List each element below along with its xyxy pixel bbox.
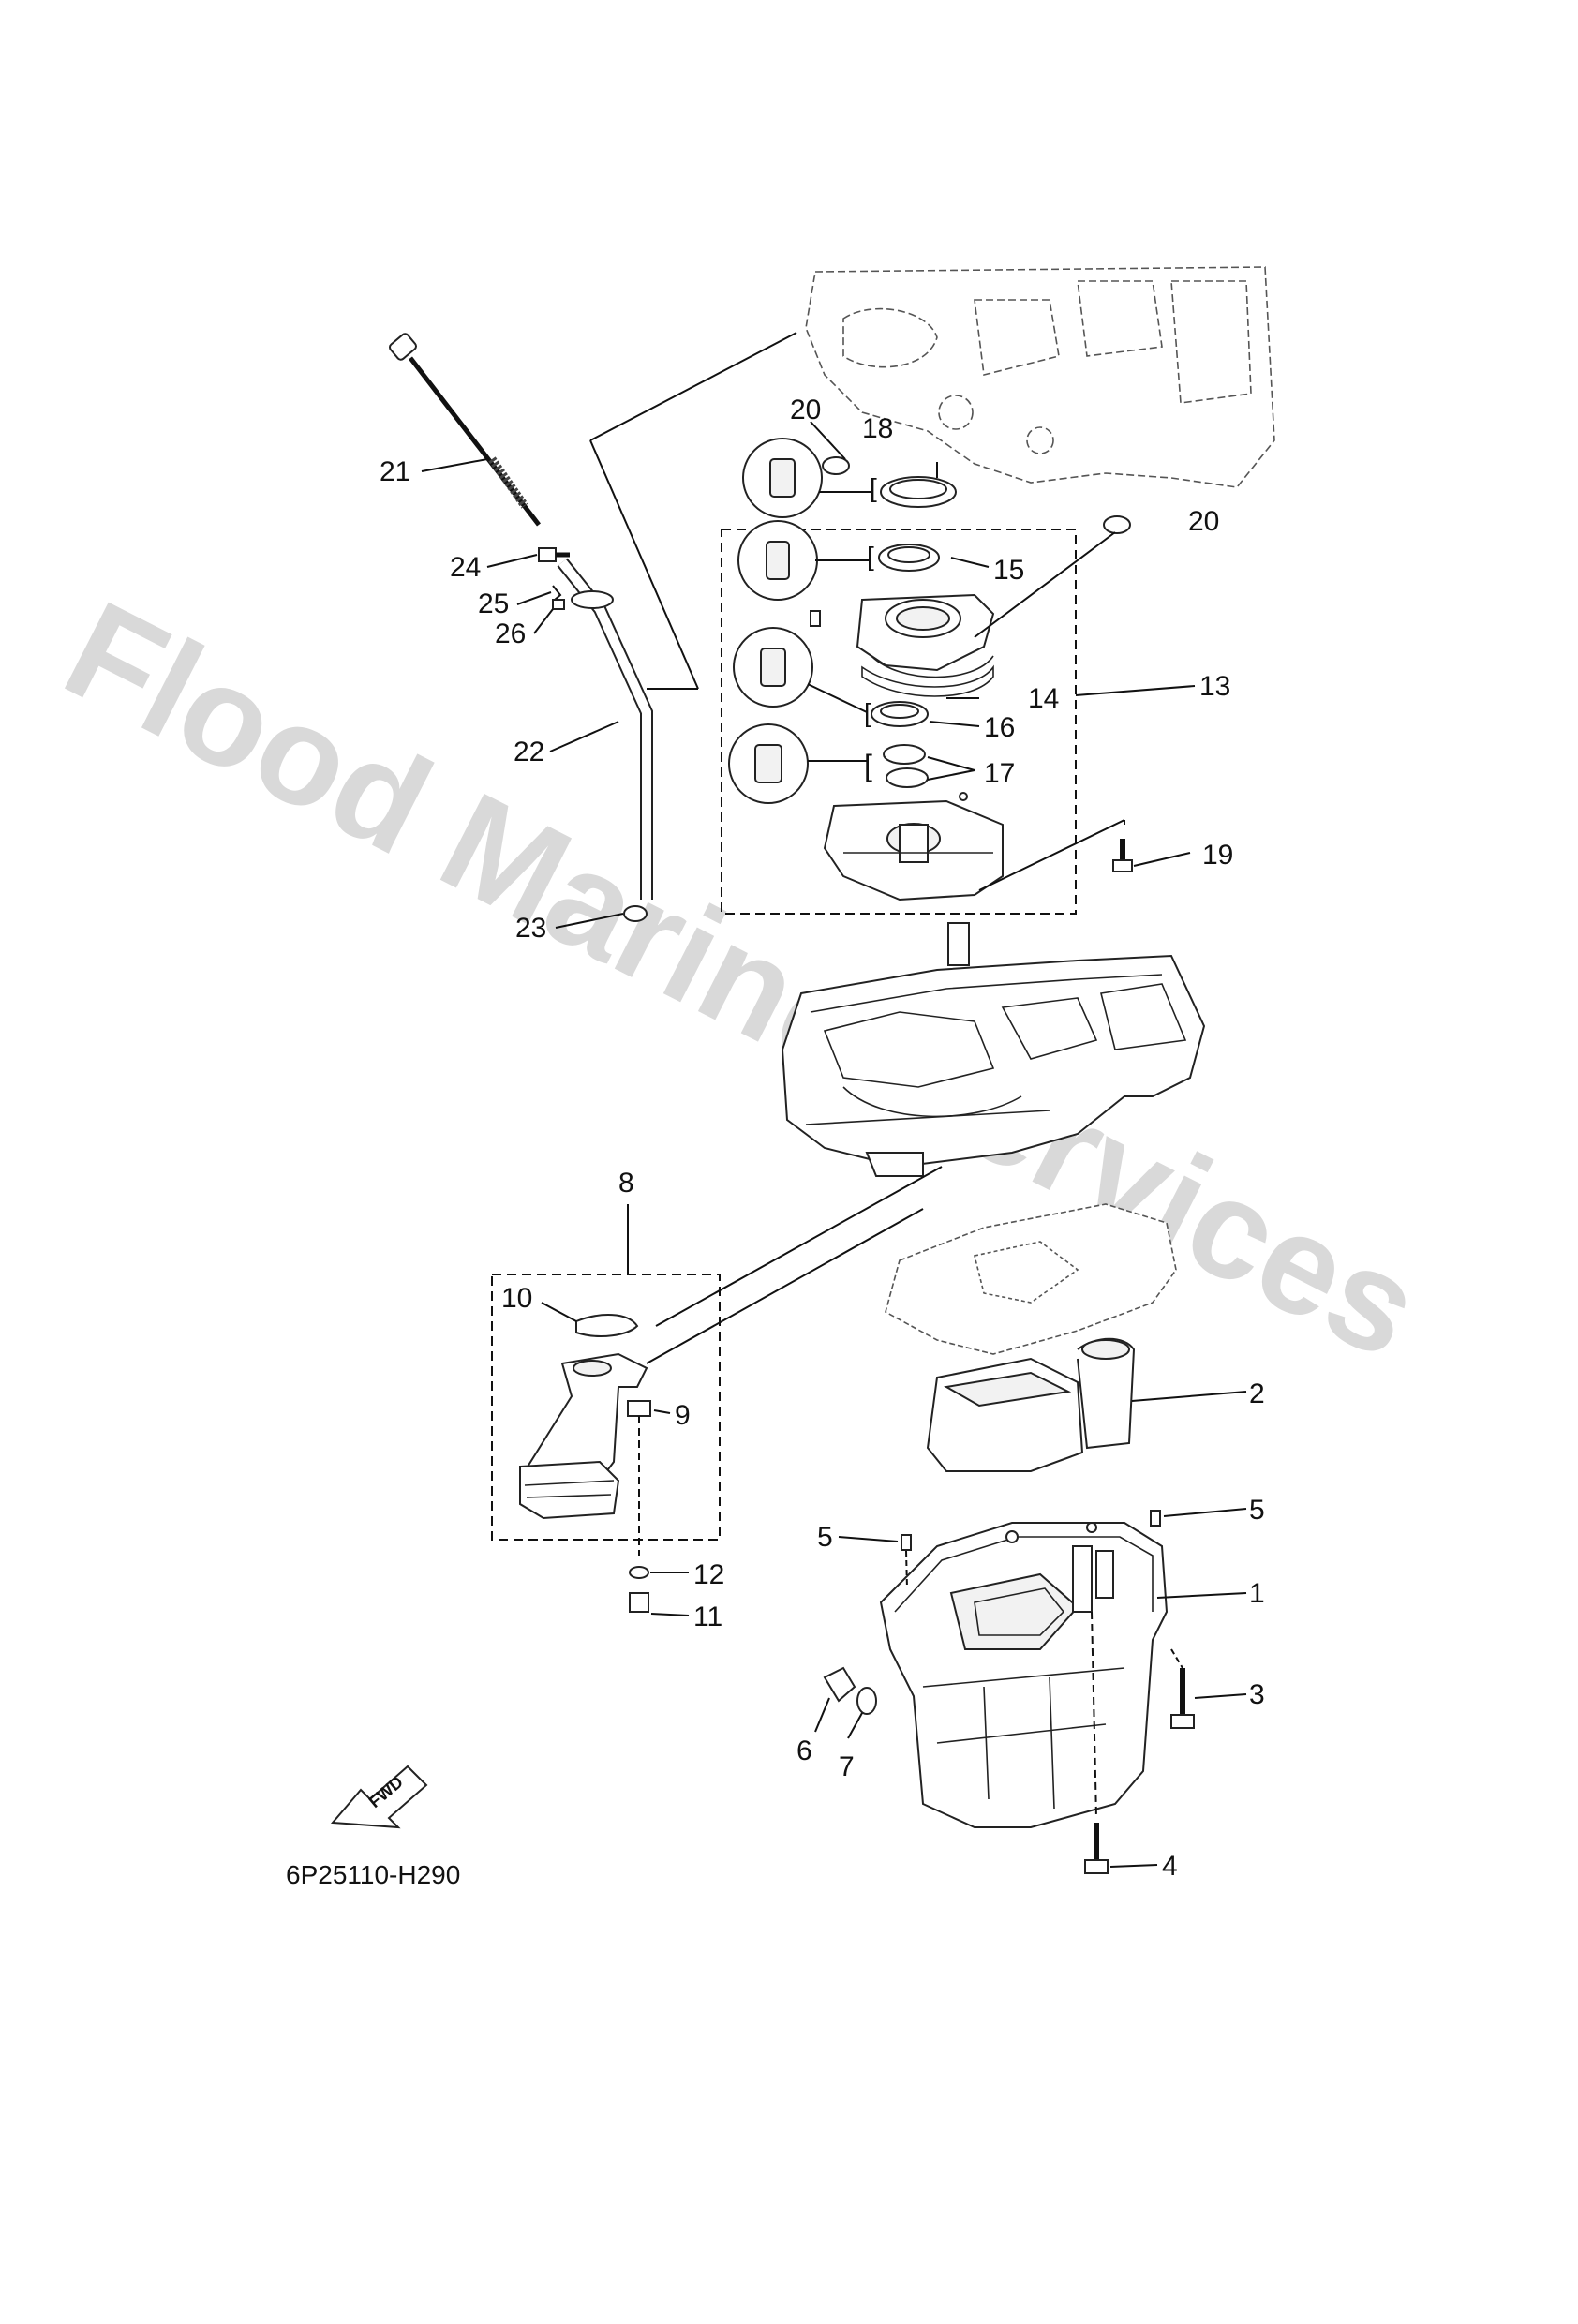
callout-5a: 5 [817, 1522, 833, 1553]
detail-bubbles [728, 438, 871, 804]
o-ring-20a [822, 456, 850, 475]
fwd-arrow-icon: FWD [330, 1765, 428, 1829]
svg-text:[: [ [867, 542, 874, 571]
assembly-box-13 [721, 529, 1077, 915]
gasket-14 [861, 664, 994, 697]
bolt-4 [1084, 1823, 1158, 1874]
oil-pan [879, 1522, 1247, 1828]
callout-26: 26 [495, 618, 526, 649]
strainer-plate [823, 792, 1004, 901]
callout-10: 10 [501, 1283, 532, 1314]
clip-25 [552, 585, 562, 601]
svg-text:[: [ [870, 473, 877, 502]
baffle-2 [926, 1337, 1247, 1472]
callout-labels: 1 2 3 4 5 5 6 7 8 9 10 11 12 13 14 15 16… [380, 395, 1265, 1882]
callout-8: 8 [618, 1168, 634, 1199]
callout-23: 23 [515, 913, 546, 944]
oil-strainer [519, 1208, 924, 1520]
drain-plug-6 [814, 1666, 856, 1733]
bolt-3 [1170, 1648, 1247, 1729]
svg-text:[: [ [864, 749, 872, 782]
callout-20b: 20 [1188, 506, 1219, 537]
callout-11: 11 [693, 1601, 722, 1632]
assembly-box-8 [491, 1274, 721, 1541]
washer-12 [629, 1566, 649, 1579]
bolt-11 [629, 1592, 690, 1616]
callout-13: 13 [1199, 671, 1230, 702]
callout-24: 24 [450, 552, 481, 583]
seal-17a [883, 744, 926, 765]
washer-7 [847, 1687, 877, 1739]
callout-14: 14 [1028, 683, 1059, 714]
callout-3: 3 [1249, 1679, 1265, 1710]
seals: [ [ [ [ [864, 473, 957, 788]
callout-4: 4 [1162, 1851, 1178, 1882]
pump-housing [810, 593, 995, 697]
figure-code: 6P25110-H290 [286, 1860, 460, 1889]
dipstick-assembly [389, 333, 653, 922]
engine-block-ghost [589, 266, 1275, 690]
callout-19: 19 [1202, 840, 1233, 871]
callout-2: 2 [1249, 1378, 1265, 1409]
callout-16: 16 [984, 712, 1015, 743]
bolt-19 [1112, 839, 1191, 872]
callout-12: 12 [693, 1559, 724, 1590]
dowel-pins-5 [838, 1508, 1247, 1589]
callout-17: 17 [984, 758, 1015, 789]
o-ring-20b [1103, 515, 1131, 534]
exhaust-guide [655, 922, 1206, 1327]
dipstick [389, 333, 541, 527]
callout-25: 25 [478, 588, 509, 619]
callout-6: 6 [796, 1736, 812, 1766]
callout-22: 22 [514, 737, 544, 767]
bolt-9 [627, 1400, 671, 1556]
leader-lines [421, 458, 624, 1322]
leaders-13 [810, 421, 1196, 891]
callout-9: 9 [675, 1400, 691, 1431]
callout-5b: 5 [1249, 1495, 1265, 1526]
gasket [885, 1203, 1177, 1355]
callout-7: 7 [839, 1751, 855, 1782]
o-ring-23 [623, 905, 648, 922]
sleeve-26 [552, 599, 565, 610]
gasket-10 [575, 1314, 639, 1337]
dipstick-guide-tube [557, 558, 653, 900]
bolt-24 [538, 547, 570, 562]
callout-18: 18 [862, 413, 893, 444]
callout-20a: 20 [790, 395, 821, 425]
callout-15: 15 [993, 555, 1024, 586]
seal-17b [886, 767, 929, 788]
callout-21: 21 [380, 456, 410, 487]
svg-text:[: [ [864, 698, 871, 727]
callout-1: 1 [1249, 1578, 1265, 1609]
